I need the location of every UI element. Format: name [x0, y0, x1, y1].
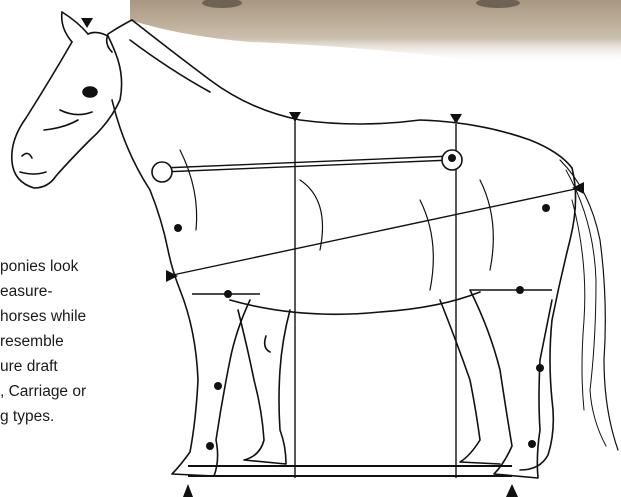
horse-mouth	[20, 172, 46, 174]
measurement-point-dot	[214, 382, 222, 390]
horse-muscle-line	[420, 200, 433, 290]
measurement-point-dot	[206, 442, 214, 450]
horse-ear	[107, 20, 132, 52]
hip-joint-inner	[448, 154, 456, 162]
horse-muscle-line	[480, 180, 493, 270]
caption-line: easure-	[0, 279, 140, 304]
measurement-arrow-marker	[572, 182, 584, 194]
horse-tail	[566, 170, 606, 446]
caption-line: ure draft	[0, 354, 140, 379]
horse-front-leg	[238, 310, 290, 464]
caption-line: , Carriage or	[0, 379, 140, 404]
body-length-line	[168, 188, 580, 276]
horse-eye	[83, 87, 97, 97]
horse-muscle-line	[180, 150, 197, 230]
measurement-point-dot	[224, 290, 232, 298]
horse-muscle-line	[300, 180, 323, 250]
horse-knee	[265, 336, 270, 352]
horse-belly	[230, 292, 480, 314]
caption-line: horses while	[0, 304, 140, 329]
measurement-point-dot	[528, 440, 536, 448]
horse-head	[12, 32, 122, 188]
measurement-arrow-marker	[183, 484, 193, 497]
horse-ear	[62, 12, 72, 42]
horse-face-line	[44, 120, 78, 130]
horse-hind-leg	[470, 290, 552, 478]
caption-line: resemble	[0, 329, 140, 354]
measurement-arrow-marker	[81, 18, 93, 28]
horse-face-line	[60, 110, 92, 115]
horse-hind-leg	[440, 300, 500, 464]
horse-tail	[572, 200, 585, 410]
horse-tail	[560, 160, 618, 450]
point-markers	[152, 150, 550, 450]
measurement-lines	[162, 120, 580, 478]
horse-nostril	[22, 153, 32, 158]
caption-text: ponies look easure- horses while resembl…	[0, 254, 140, 429]
caption-line: ponies look	[0, 254, 140, 279]
measurement-point-dot	[516, 286, 524, 294]
measurement-arrow-marker	[506, 484, 518, 497]
background-photo-strip	[130, 0, 621, 64]
shoulder-point-circle	[152, 162, 172, 182]
measurement-point-dot	[542, 204, 550, 212]
measurement-point-dot	[174, 224, 182, 232]
caption-line: g types.	[0, 404, 140, 429]
horse-mane	[130, 40, 210, 92]
measurement-point-dot	[536, 364, 544, 372]
